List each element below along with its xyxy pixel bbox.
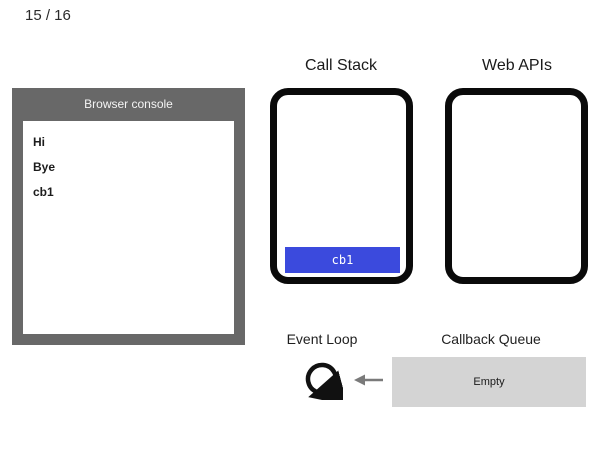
call-stack-frame: cb1: [285, 247, 400, 273]
browser-console-output: Hi Bye cb1: [23, 121, 234, 334]
event-loop-arc: [305, 362, 343, 400]
call-stack-label: Call Stack: [304, 57, 378, 74]
event-loop-label: Event Loop: [286, 331, 358, 347]
callback-queue-status: Empty: [473, 376, 505, 388]
page-indicator: 15 / 16: [25, 7, 71, 24]
left-arrow-icon: [354, 374, 383, 386]
call-stack-box: cb1: [270, 88, 413, 284]
browser-console-title: Browser console: [84, 97, 173, 111]
console-line: Hi: [33, 135, 45, 149]
console-line: cb1: [33, 185, 54, 199]
web-apis-box: [445, 88, 588, 284]
browser-console-panel: Browser console Hi Bye cb1: [12, 88, 245, 345]
callback-queue-label: Callback Queue: [441, 331, 541, 347]
left-arrow-head: [354, 374, 365, 386]
event-loop-cycle-icon: [305, 362, 343, 400]
callback-queue-box: Empty: [392, 357, 586, 407]
console-line: Bye: [33, 160, 56, 174]
web-apis-label: Web APIs: [482, 57, 552, 74]
